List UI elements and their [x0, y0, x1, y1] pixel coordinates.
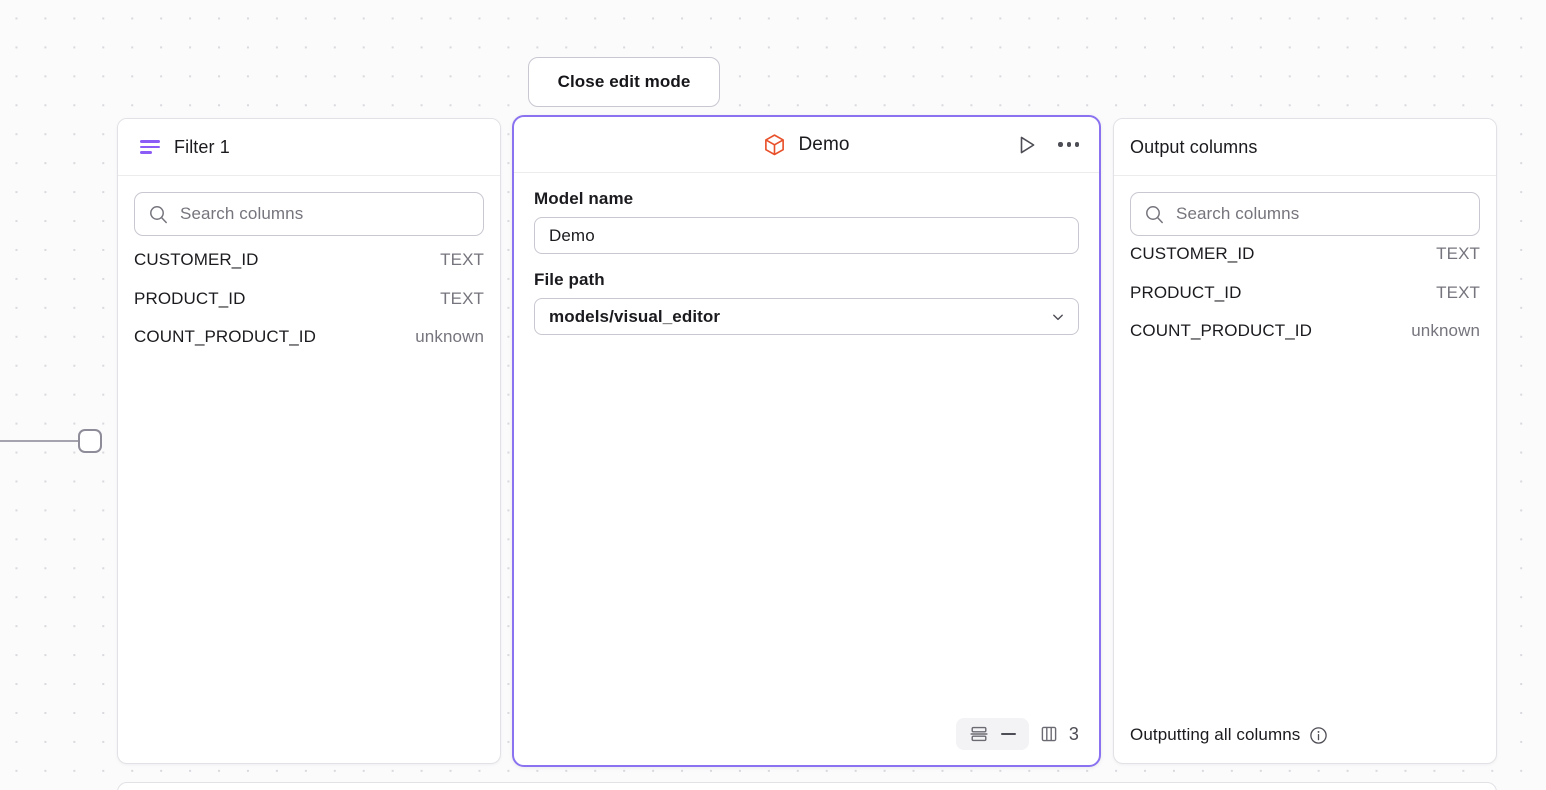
- column-type: TEXT: [1436, 244, 1480, 264]
- column-name: PRODUCT_ID: [134, 289, 246, 309]
- output-panel-header: Output columns: [1114, 119, 1496, 176]
- filter-panel-header: Filter 1: [118, 119, 500, 176]
- bottom-partial-panel[interactable]: [117, 782, 1497, 790]
- row-count-value: [1001, 733, 1016, 735]
- output-footer-text: Outputting all columns: [1130, 725, 1300, 745]
- filter-panel: Filter 1 Search columns CUSTOMER_ID TEXT…: [117, 118, 501, 764]
- column-type: TEXT: [1436, 283, 1480, 303]
- filter-panel-title: Filter 1: [174, 137, 230, 158]
- ellipsis-icon: [1056, 136, 1081, 152]
- columns-icon: [1039, 724, 1059, 744]
- model-name-label: Model name: [534, 189, 1079, 209]
- filter-search-placeholder: Search columns: [180, 204, 303, 224]
- model-header-actions: [1014, 132, 1099, 158]
- play-icon: [1016, 134, 1038, 156]
- column-name: COUNT_PRODUCT_ID: [1130, 321, 1312, 341]
- output-search-input[interactable]: Search columns: [1130, 192, 1480, 236]
- column-type: unknown: [1411, 321, 1480, 341]
- filter-search-input[interactable]: Search columns: [134, 192, 484, 236]
- list-item[interactable]: PRODUCT_ID TEXT: [134, 289, 484, 328]
- column-type: TEXT: [440, 289, 484, 309]
- chevron-down-icon: [1050, 309, 1066, 325]
- cube-icon: [763, 133, 786, 157]
- list-item[interactable]: PRODUCT_ID TEXT: [1130, 283, 1480, 322]
- output-search-wrap: Search columns: [1114, 176, 1496, 236]
- file-path-select[interactable]: models/visual_editor: [534, 298, 1079, 335]
- column-count-value: 3: [1069, 724, 1079, 745]
- output-columns-panel: Output columns Search columns CUSTOMER_I…: [1113, 118, 1497, 764]
- model-title-group: Demo: [514, 133, 1099, 157]
- search-icon: [149, 205, 168, 224]
- filter-column-list: CUSTOMER_ID TEXT PRODUCT_ID TEXT COUNT_P…: [118, 236, 500, 366]
- connection-handle[interactable]: [78, 429, 102, 453]
- column-name: PRODUCT_ID: [1130, 283, 1242, 303]
- list-item[interactable]: COUNT_PRODUCT_ID unknown: [1130, 321, 1480, 360]
- more-options-button[interactable]: [1054, 134, 1083, 154]
- column-type: TEXT: [440, 250, 484, 270]
- output-column-list: CUSTOMER_ID TEXT PRODUCT_ID TEXT COUNT_P…: [1114, 236, 1496, 360]
- edge-connector-line: [0, 440, 82, 442]
- column-name: CUSTOMER_ID: [1130, 244, 1255, 264]
- output-search-placeholder: Search columns: [1176, 204, 1299, 224]
- row-count-pill[interactable]: [956, 718, 1029, 750]
- list-item[interactable]: CUSTOMER_ID TEXT: [1130, 244, 1480, 283]
- column-name: CUSTOMER_ID: [134, 250, 259, 270]
- filter-icon: [140, 140, 160, 154]
- close-edit-mode-button[interactable]: Close edit mode: [528, 57, 720, 107]
- search-icon: [1145, 205, 1164, 224]
- filter-search-wrap: Search columns: [118, 176, 500, 236]
- file-path-value: models/visual_editor: [549, 307, 720, 327]
- info-icon[interactable]: [1309, 726, 1328, 745]
- column-name: COUNT_PRODUCT_ID: [134, 327, 316, 347]
- list-item[interactable]: CUSTOMER_ID TEXT: [134, 250, 484, 289]
- model-panel[interactable]: Demo Model name Demo File path models/vi…: [512, 115, 1101, 767]
- rows-icon: [969, 724, 989, 744]
- model-panel-body: Model name Demo File path models/visual_…: [514, 173, 1099, 713]
- model-panel-header: Demo: [514, 117, 1099, 173]
- column-count-group[interactable]: 3: [1039, 724, 1083, 745]
- output-panel-title: Output columns: [1130, 137, 1257, 158]
- list-item[interactable]: COUNT_PRODUCT_ID unknown: [134, 327, 484, 366]
- model-panel-footer: 3: [514, 713, 1099, 765]
- column-type: unknown: [415, 327, 484, 347]
- output-panel-footer: Outputting all columns: [1114, 707, 1496, 763]
- model-panel-title: Demo: [798, 134, 849, 156]
- model-name-input[interactable]: Demo: [534, 217, 1079, 254]
- file-path-label: File path: [534, 270, 1079, 290]
- run-model-button[interactable]: [1014, 132, 1040, 158]
